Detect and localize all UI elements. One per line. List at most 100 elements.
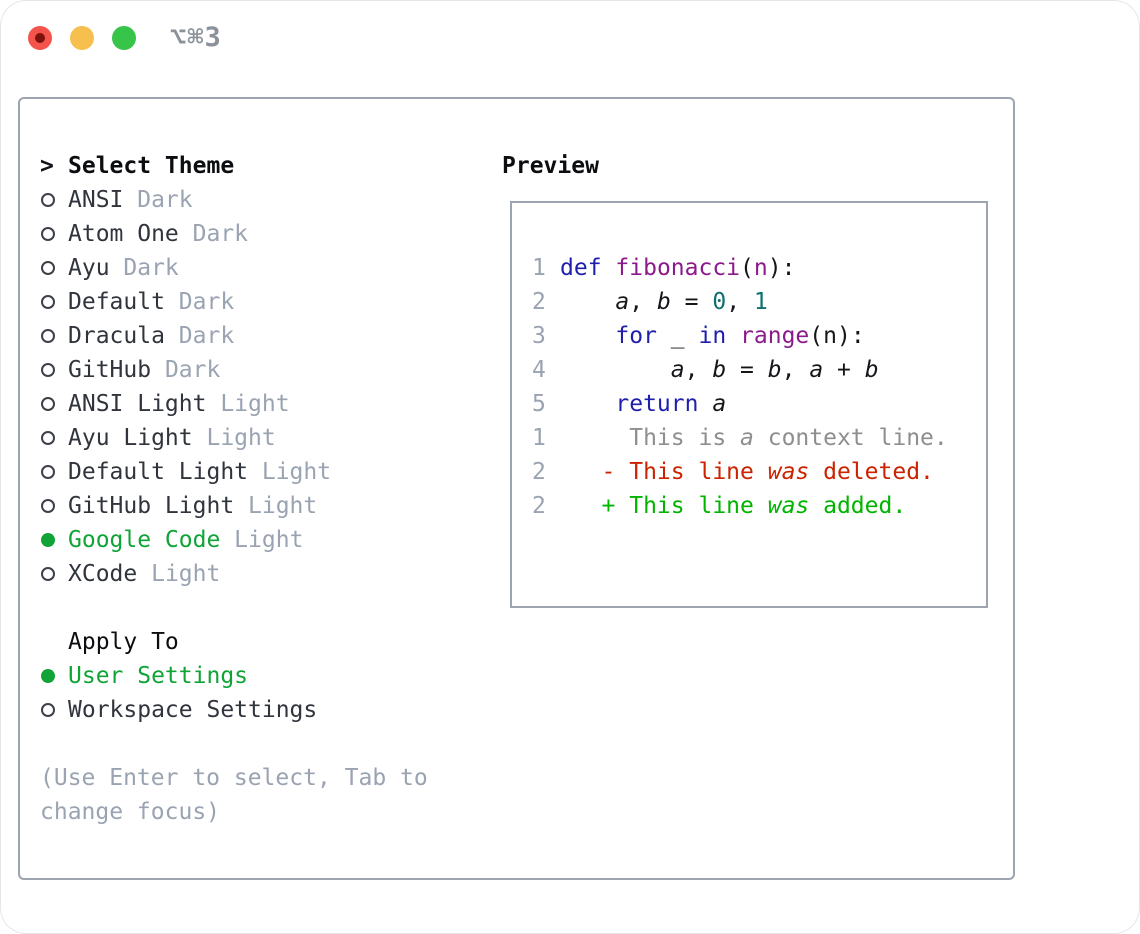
option-label: XCode bbox=[68, 561, 138, 587]
line-number: 2 bbox=[532, 289, 546, 315]
radio-unselected-icon bbox=[41, 567, 55, 581]
code-token: , bbox=[684, 357, 713, 383]
theme-option[interactable]: Ayu Dark bbox=[40, 251, 502, 285]
code-token: b bbox=[656, 289, 671, 315]
apply-to-header: Apply To bbox=[40, 625, 502, 659]
line-number: 5 bbox=[532, 391, 546, 417]
radio-unselected-icon bbox=[41, 193, 55, 207]
option-variant-label: Light bbox=[220, 527, 304, 553]
code-token bbox=[602, 251, 616, 285]
option-variant-label: Dark bbox=[178, 221, 249, 247]
minimize-button[interactable] bbox=[70, 26, 94, 50]
radio-unselected-icon bbox=[41, 397, 55, 411]
code-token bbox=[560, 387, 615, 421]
code-token: , bbox=[726, 289, 754, 315]
code-token bbox=[560, 285, 615, 319]
code-token: - This line bbox=[560, 459, 768, 485]
code-token: a bbox=[615, 289, 630, 315]
prompt-icon: > bbox=[40, 153, 54, 179]
option-label: Atom One bbox=[68, 221, 179, 247]
option-label: Workspace Settings bbox=[68, 697, 318, 723]
radio-selected-icon bbox=[41, 669, 55, 683]
code-token: fibonacci bbox=[615, 255, 741, 281]
code-line: 2 + This line was added. bbox=[532, 489, 986, 523]
option-variant-label: Dark bbox=[164, 323, 235, 349]
code-token: ): bbox=[767, 255, 796, 281]
theme-option[interactable]: Dracula Dark bbox=[40, 319, 502, 353]
option-label: Default bbox=[68, 289, 165, 315]
window-shortcut-label: ⌥⌘3 bbox=[170, 22, 222, 53]
code-token: a bbox=[740, 425, 754, 451]
preview-title: Preview bbox=[502, 153, 599, 179]
code-token: , bbox=[629, 289, 657, 315]
option-label: Google Code bbox=[68, 527, 221, 553]
radio-unselected-icon bbox=[41, 499, 55, 513]
code-token: = bbox=[670, 289, 713, 315]
code-token: _ bbox=[656, 323, 699, 349]
option-variant-label: Dark bbox=[151, 357, 221, 383]
code-line: 1 This is a context line. bbox=[532, 421, 986, 455]
option-label: ANSI bbox=[68, 187, 124, 213]
radio-unselected-icon bbox=[41, 363, 55, 377]
keyboard-hint: (Use Enter to select, Tab to change focu… bbox=[40, 765, 428, 825]
option-label: Dracula bbox=[68, 323, 165, 349]
close-button[interactable] bbox=[28, 26, 52, 50]
option-label: Ayu Light bbox=[68, 425, 193, 451]
theme-option[interactable]: XCode Light bbox=[40, 557, 502, 591]
code-token: b bbox=[767, 357, 782, 383]
theme-option[interactable]: ANSI Light Light bbox=[40, 387, 502, 421]
option-label: Ayu bbox=[68, 255, 110, 281]
code-token: + This line bbox=[560, 493, 768, 519]
option-label: GitHub Light bbox=[68, 493, 235, 519]
line-number: 3 bbox=[532, 323, 546, 349]
code-token: (n): bbox=[809, 323, 865, 349]
radio-unselected-icon bbox=[41, 703, 55, 717]
theme-option[interactable]: Default Dark bbox=[40, 285, 502, 319]
theme-option[interactable]: Atom One Dark bbox=[40, 217, 502, 251]
spacer bbox=[40, 727, 502, 761]
code-token: This is bbox=[560, 425, 741, 451]
code-token: context line. bbox=[753, 425, 948, 451]
apply-to-option[interactable]: User Settings bbox=[40, 659, 502, 693]
line-number: 4 bbox=[532, 357, 546, 383]
option-label: GitHub bbox=[68, 357, 152, 383]
code-token: range bbox=[740, 323, 810, 349]
theme-option[interactable]: Google Code Light bbox=[40, 523, 502, 557]
code-token: a bbox=[712, 391, 727, 417]
radio-unselected-icon bbox=[41, 261, 55, 275]
theme-option[interactable]: ANSI Dark bbox=[40, 183, 502, 217]
code-token: added. bbox=[809, 493, 907, 519]
code-token: 1 bbox=[753, 289, 768, 315]
code-token bbox=[560, 319, 615, 353]
option-label: User Settings bbox=[68, 663, 249, 689]
traffic-lights bbox=[28, 26, 136, 50]
apply-to-option[interactable]: Workspace Settings bbox=[40, 693, 502, 727]
apply-to-title: Apply To bbox=[68, 629, 179, 655]
code-token: b bbox=[864, 357, 879, 383]
line-number: 2 bbox=[532, 459, 546, 485]
code-token: was bbox=[767, 493, 810, 519]
code-token: ( bbox=[740, 255, 754, 281]
theme-option[interactable]: Default Light Light bbox=[40, 455, 502, 489]
line-number: 1 bbox=[532, 255, 546, 281]
option-variant-label: Dark bbox=[123, 187, 193, 213]
code-line: 5 return a bbox=[532, 387, 986, 421]
zoom-button[interactable] bbox=[112, 26, 136, 50]
theme-option[interactable]: GitHub Dark bbox=[40, 353, 502, 387]
code-token bbox=[726, 319, 740, 353]
code-line: 2 - This line was deleted. bbox=[532, 455, 986, 489]
code-line: 2 a, b = 0, 1 bbox=[532, 285, 986, 319]
code-token: was bbox=[767, 459, 810, 485]
code-token: for bbox=[615, 323, 657, 349]
line-number: 2 bbox=[532, 493, 546, 519]
radio-selected-icon bbox=[41, 533, 55, 547]
option-label: Default Light bbox=[68, 459, 249, 485]
theme-option[interactable]: GitHub Light Light bbox=[40, 489, 502, 523]
option-variant-label: Dark bbox=[164, 289, 235, 315]
theme-option[interactable]: Ayu Light Light bbox=[40, 421, 502, 455]
code-token: b bbox=[712, 357, 727, 383]
